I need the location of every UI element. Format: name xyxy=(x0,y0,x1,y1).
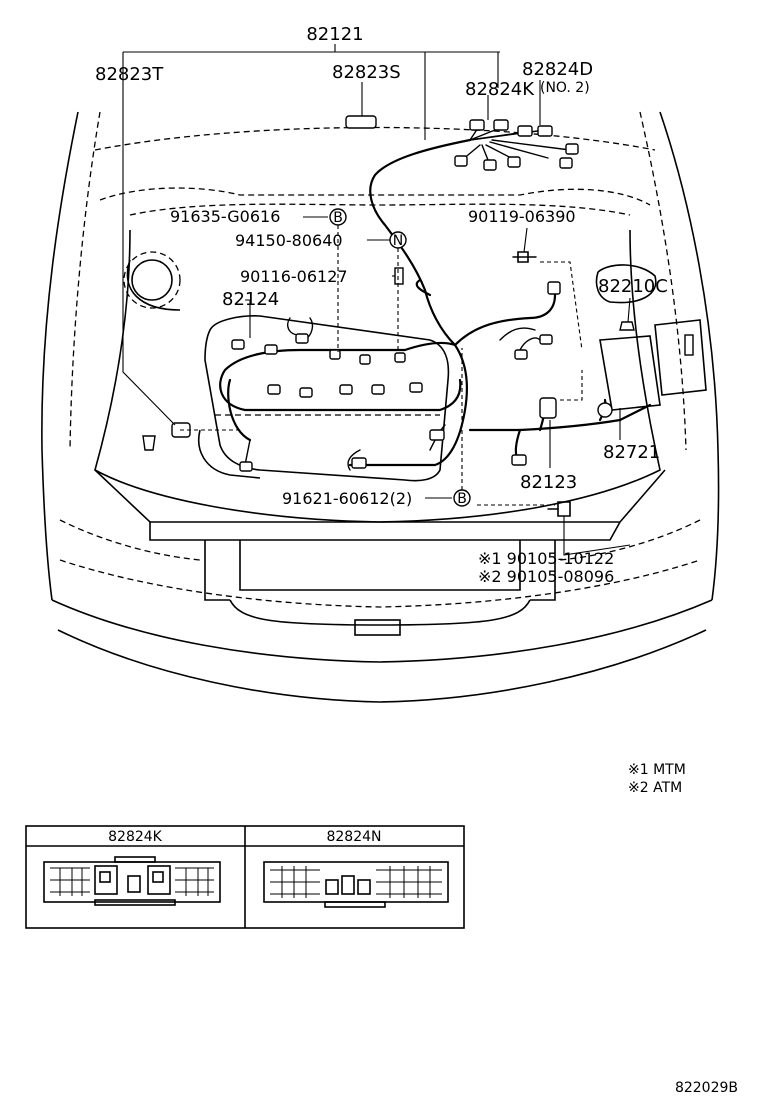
connector-face-82824K xyxy=(43,856,221,906)
symbol-b-bottom: B xyxy=(453,489,471,507)
part-90105-08096: ※2 90105-08096 xyxy=(478,567,614,586)
svg-text:N: N xyxy=(393,233,403,249)
legend-note-mtm: ※1 MTM xyxy=(628,762,686,778)
part-82823T: 82823T xyxy=(95,64,164,85)
fasteners xyxy=(394,251,571,517)
part-82210C: 82210C xyxy=(598,276,668,297)
figure-code: 822029B xyxy=(675,1080,738,1096)
part-90105-10122: ※1 90105-10122 xyxy=(478,549,614,568)
legend-note-atm: ※2 ATM xyxy=(628,780,682,796)
wiring-harness xyxy=(219,127,652,471)
svg-text:B: B xyxy=(333,210,343,226)
part-82124: 82124 xyxy=(222,289,279,310)
part-82121: 82121 xyxy=(306,24,363,45)
car-body-outline xyxy=(41,111,720,703)
table-header-82824N: 82824N xyxy=(326,829,381,845)
part-82721: 82721 xyxy=(603,442,660,463)
part-82824D-sub: (NO. 2) xyxy=(540,80,590,96)
symbol-b-top: B xyxy=(329,208,347,226)
connector-face-82824N xyxy=(263,861,449,908)
part-91621-60612: 91621-60612(2) xyxy=(282,489,412,508)
connector-table: 82824K 82824N xyxy=(25,825,465,929)
table-header-82824K: 82824K xyxy=(108,829,163,845)
part-91635-G0616: 91635-G0616 xyxy=(170,207,280,226)
engine-block xyxy=(198,315,450,482)
part-82823S: 82823S xyxy=(332,62,401,83)
part-94150-80640: 94150-80640 xyxy=(235,231,343,250)
part-90116-06127: 90116-06127 xyxy=(240,267,348,286)
leader-lines xyxy=(122,44,631,556)
part-82824D: 82824D xyxy=(522,59,593,80)
part-90119-06390: 90119-06390 xyxy=(468,207,576,226)
part-82123: 82123 xyxy=(520,472,577,493)
svg-text:B: B xyxy=(457,491,467,507)
symbol-n: N xyxy=(389,231,407,249)
part-82824K-top: 82824K xyxy=(465,79,535,100)
